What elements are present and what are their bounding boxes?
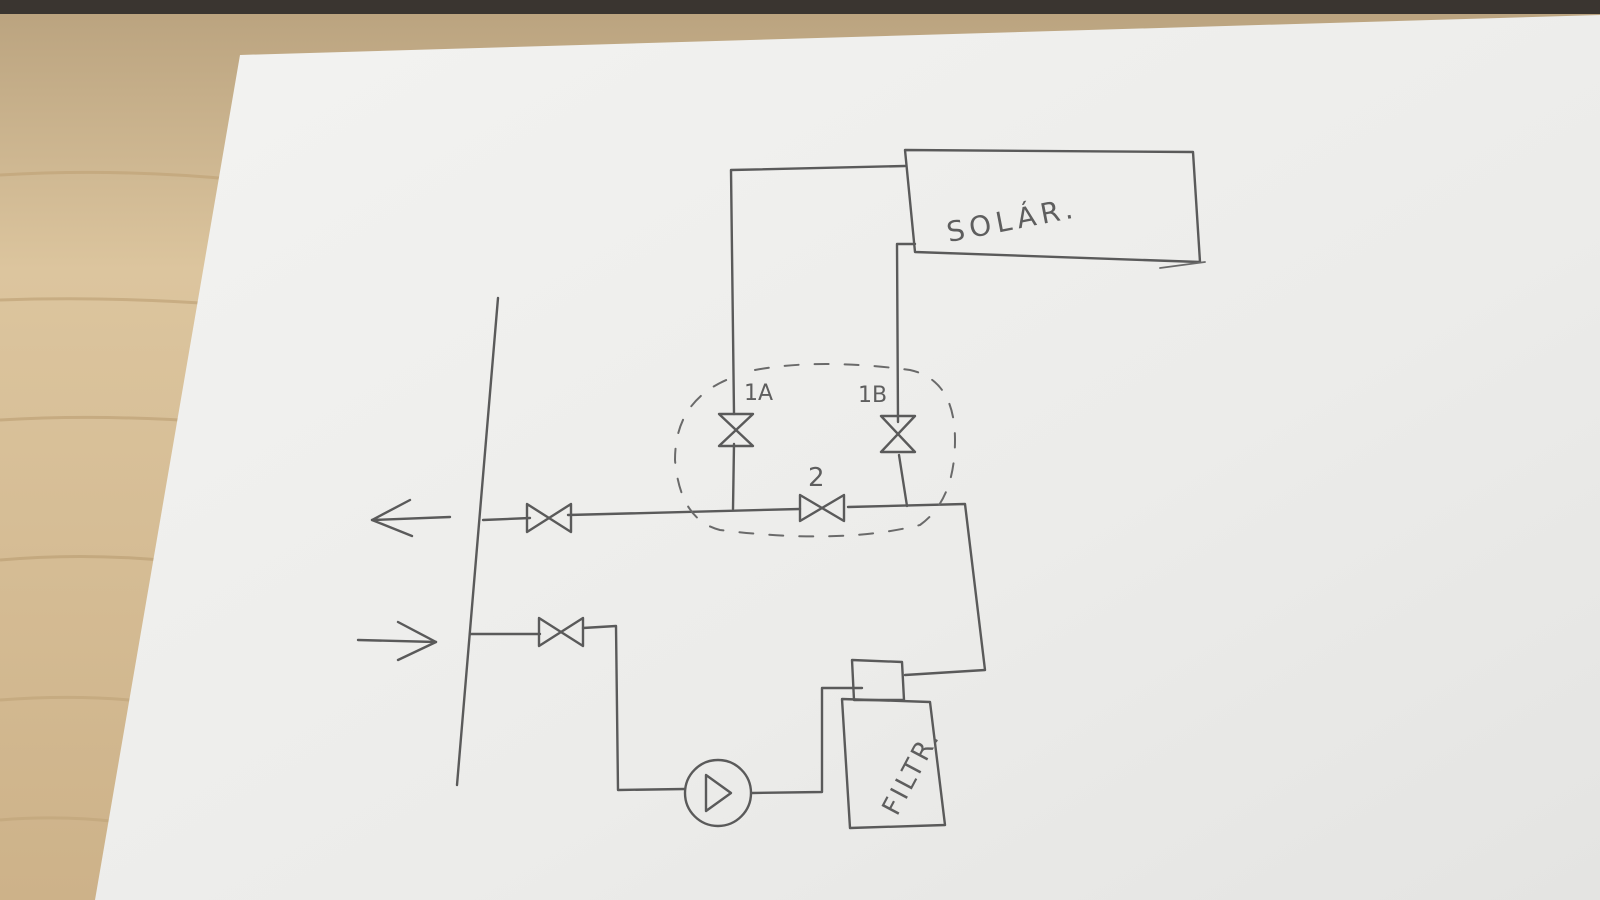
valve-1a-label: 1A — [744, 381, 773, 406]
valve-1a-icon[interactable] — [717, 412, 755, 448]
filter-unit — [840, 658, 947, 830]
solar-return-riser — [895, 242, 917, 508]
manifold-pipe — [455, 296, 500, 787]
pump-icon[interactable] — [683, 758, 753, 828]
outflow-arrow-icon — [370, 498, 452, 538]
valve-2-label: 2 — [808, 463, 825, 493]
valve-2-icon[interactable] — [798, 493, 846, 523]
valve-1b-label: 1B — [858, 383, 887, 408]
valve-group-outline — [673, 363, 957, 538]
valve-1b-icon[interactable] — [879, 414, 917, 454]
solar-supply-riser — [729, 164, 907, 511]
inflow-arrow-icon — [356, 620, 438, 662]
paper-sheet — [95, 15, 1600, 900]
valve-outlet-icon[interactable] — [525, 502, 573, 534]
valve-inlet-icon[interactable] — [537, 616, 585, 648]
solar-collector — [903, 148, 1206, 269]
lower-return-pipe — [468, 624, 864, 795]
